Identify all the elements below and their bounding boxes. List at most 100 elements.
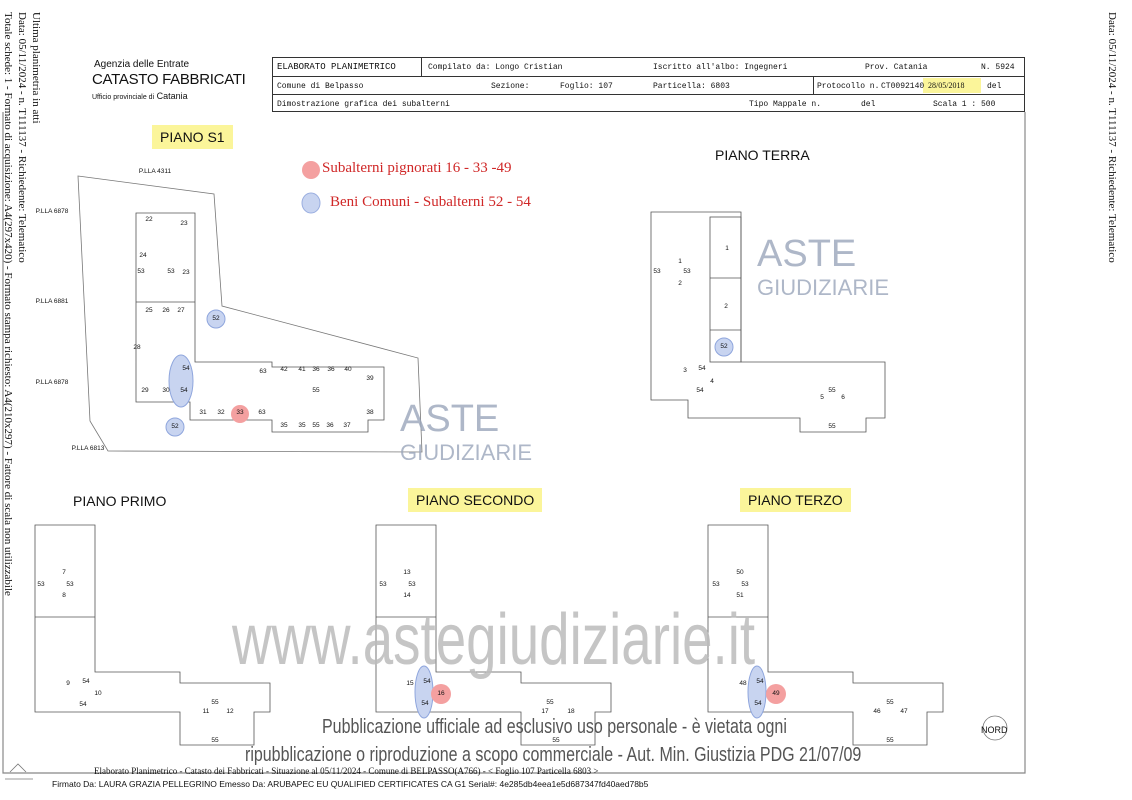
publication-notice-2: ripubblicazione o riproduzione a scopo c… xyxy=(245,744,862,766)
sezione: Sezione: xyxy=(491,82,530,91)
iscritto: Iscritto all'albo: Ingegneri xyxy=(653,63,788,72)
provincia: Prov. Catania xyxy=(865,63,928,72)
dimostrazione: Dimostrazione grafica dei subalterni xyxy=(277,100,450,109)
parcel-label: P.LLA 6878 xyxy=(35,208,69,215)
subalterno-label: 54 xyxy=(180,387,188,394)
header-title: ELABORATO PLANIMETRICO xyxy=(277,62,396,72)
parcel-label: P.LLA 6881 xyxy=(35,298,69,305)
agency-name: Agenzia delle Entrate xyxy=(94,59,190,70)
protocollo-date: 28/05/2018 xyxy=(928,81,965,90)
watermark-aste-2: ASTE xyxy=(757,233,857,275)
catasto-title: CATASTO FABBRICATI xyxy=(92,71,246,88)
del-label: del xyxy=(987,82,1002,91)
subalterno-label: 42 xyxy=(280,366,288,373)
subalterno-label: 53 xyxy=(683,268,691,275)
subalterno-label: 52 xyxy=(212,315,220,322)
floor-title-s1: PIANO S1 xyxy=(152,125,233,149)
watermark-giudiziarie-2: GIUDIZIARIE xyxy=(757,275,890,300)
subalterno-label: 8 xyxy=(62,592,66,599)
subalterno-label: 53 xyxy=(741,581,749,588)
subalterno-label: 23 xyxy=(182,269,190,276)
floor-title-terra: PIANO TERRA xyxy=(715,147,810,163)
subalterno-label: 14 xyxy=(403,592,411,599)
subalterno-label: 26 xyxy=(162,307,170,314)
subalterno-label: 1 xyxy=(678,258,682,265)
particella: Particella: 6803 xyxy=(653,82,730,91)
subalterno-label: 53 xyxy=(167,268,175,275)
parcel-label: P.LLA 4311 xyxy=(138,168,172,175)
subalterno-label: 16 xyxy=(437,690,445,697)
scala: Scala 1 : 500 xyxy=(933,100,996,109)
subalterno-label: 36 xyxy=(327,366,335,373)
subalterno-label: 28 xyxy=(133,344,141,351)
subalterno-label: 52 xyxy=(720,343,728,350)
compilato: Compilato da: Longo Cristian xyxy=(428,63,563,72)
subalterno-label: 36 xyxy=(326,422,334,429)
subalterno-label: 53 xyxy=(653,268,661,275)
protocollo-value: CT0092140 xyxy=(881,82,925,91)
subalterno-label: 1 xyxy=(725,245,729,252)
foglio: Foglio: 107 xyxy=(560,82,613,91)
subalterno-label: 54 xyxy=(423,678,431,685)
digital-signature: Firmato Da: LAURA GRAZIA PELLEGRINO Emes… xyxy=(52,779,649,789)
tipo-mappale: Tipo Mappale n. xyxy=(749,100,822,109)
subalterno-label: 53 xyxy=(408,581,416,588)
subalterno-label: 18 xyxy=(567,708,575,715)
subalterno-label: 55 xyxy=(546,699,554,706)
subalterno-label: 53 xyxy=(37,581,45,588)
subalterno-label: 55 xyxy=(828,423,836,430)
subalterno-label: 15 xyxy=(406,680,414,687)
subalterno-label: 55 xyxy=(828,387,836,394)
subalterno-label: 41 xyxy=(298,366,306,373)
subalterno-label: 38 xyxy=(366,409,374,416)
watermark-giudiziarie: GIUDIZIARIE xyxy=(400,440,533,465)
header-table: ELABORATO PLANIMETRICO Compilato da: Lon… xyxy=(272,57,1025,112)
subalterno-label: 55 xyxy=(312,387,320,394)
subalterno-label: 53 xyxy=(137,268,145,275)
subalterno-label: 22 xyxy=(145,216,153,223)
subalterno-label: 30 xyxy=(162,387,170,394)
subalterno-label: 55 xyxy=(312,422,320,429)
subalterno-label: 54 xyxy=(754,700,762,707)
subalterno-label: 40 xyxy=(344,366,352,373)
subalterno-label: 48 xyxy=(739,680,747,687)
floor-title-secondo: PIANO SECONDO xyxy=(408,488,543,512)
footer-situazione: Elaborato Planimetrico - Catasto dei Fab… xyxy=(94,766,599,776)
subalterno-label: 55 xyxy=(211,737,219,744)
legend-pignorati: Subalterni pignorati 16 - 33 -49 xyxy=(322,160,512,176)
subalterno-label: 35 xyxy=(280,422,288,429)
subalterno-label: 54 xyxy=(79,701,87,708)
subalterno-label: 52 xyxy=(171,423,179,430)
subalterno-label: 55 xyxy=(552,737,560,744)
del-label-2: del xyxy=(861,100,876,109)
parcel-label: P.LLA 6878 xyxy=(35,379,69,386)
subalterno-label: 54 xyxy=(698,365,706,372)
publication-notice-1: Pubblicazione ufficiale ad esclusivo uso… xyxy=(322,716,787,738)
subalterno-label: 27 xyxy=(177,307,185,314)
subalterno-label: 49 xyxy=(772,690,780,697)
subalterno-label: 12 xyxy=(226,708,234,715)
north-arrow-label: NORD xyxy=(981,725,1008,735)
subalterno-label: 46 xyxy=(873,708,881,715)
subalterno-label: 25 xyxy=(145,307,153,314)
subalterno-label: 63 xyxy=(258,409,266,416)
subalterno-label: 9 xyxy=(66,680,70,687)
subalterno-label: 6 xyxy=(841,394,845,401)
subalterno-label: 54 xyxy=(182,365,190,372)
subalterno-label: 31 xyxy=(199,409,207,416)
office-name: Catania xyxy=(156,91,188,101)
subalterno-label: 13 xyxy=(403,569,411,576)
subalterno-label: 4 xyxy=(710,378,714,385)
watermark-site: www.astegiudiziarie.it xyxy=(232,600,756,680)
floor-title-terzo: PIANO TERZO xyxy=(740,488,851,512)
parcel-label: P.LLA 6813 xyxy=(71,445,105,452)
subalterno-label: 50 xyxy=(736,569,744,576)
subalterno-label: 29 xyxy=(141,387,149,394)
subalterno-label: 53 xyxy=(379,581,387,588)
subalterno-label: 2 xyxy=(724,303,728,310)
subalterno-label: 63 xyxy=(259,368,267,375)
subalterno-label: 24 xyxy=(139,252,147,259)
office-prefix: Ufficio provinciale di xyxy=(92,94,155,101)
subalterno-label: 33 xyxy=(236,409,244,416)
